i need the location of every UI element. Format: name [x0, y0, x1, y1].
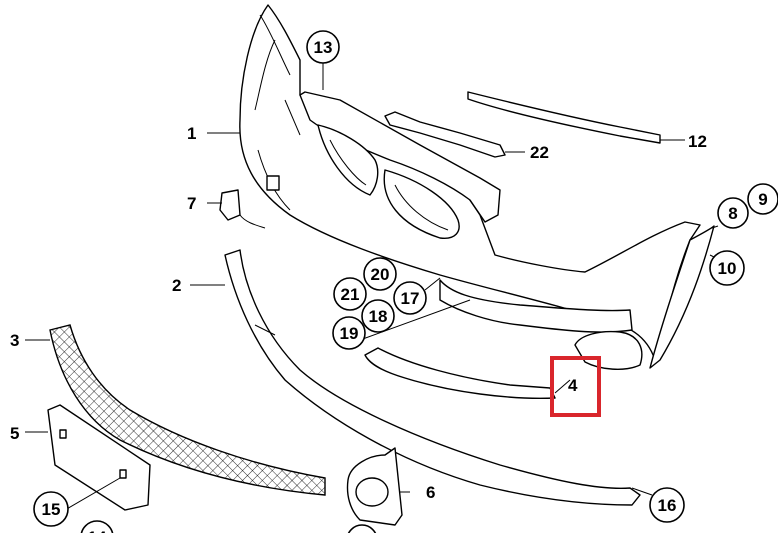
callout-16: 16	[649, 487, 685, 523]
bracket-wire	[239, 214, 266, 229]
label-22: 22	[530, 143, 549, 162]
svg-text:18: 18	[369, 307, 388, 326]
callout-8: 8	[717, 197, 749, 229]
svg-text:17: 17	[401, 289, 420, 308]
svg-text:14: 14	[88, 528, 107, 533]
upper-seal-strip	[467, 91, 661, 144]
svg-text:16: 16	[658, 496, 677, 515]
license-plate-holder	[47, 404, 151, 511]
callout-9: 9	[747, 183, 778, 215]
callout-21: 21	[333, 277, 367, 311]
label-4: 4	[568, 376, 578, 395]
trim-strip	[364, 347, 556, 399]
callout-19: 19	[332, 316, 366, 350]
bumper-cover-part	[239, 4, 701, 370]
clip-bracket	[384, 111, 506, 158]
plate-slot	[59, 429, 67, 439]
spoiler-lip	[224, 249, 641, 506]
label-5: 5	[10, 424, 19, 443]
callout-18: 18	[361, 299, 395, 333]
svg-text:21: 21	[341, 285, 360, 304]
callout-17: 17	[393, 281, 427, 315]
small-bracket	[219, 189, 241, 221]
label-2: 2	[172, 276, 181, 295]
svg-text:10: 10	[718, 259, 737, 278]
leader-lines	[25, 60, 721, 511]
callout-20: 20	[363, 257, 397, 291]
svg-text:9: 9	[758, 190, 767, 209]
callout-13: 13	[306, 30, 340, 64]
label-6: 6	[426, 483, 435, 502]
svg-text:15: 15	[42, 500, 61, 519]
svg-text:13: 13	[314, 38, 333, 57]
callout-partial-bottom	[347, 524, 377, 533]
fog-lamp-ring	[355, 477, 389, 507]
label-3: 3	[10, 331, 19, 350]
svg-text:19: 19	[340, 324, 359, 343]
callout-14-partial: 14	[80, 520, 114, 533]
side-panel	[649, 225, 715, 369]
label-7: 7	[187, 194, 196, 213]
callout-10: 10	[709, 250, 745, 286]
label-1: 1	[187, 124, 196, 143]
svg-text:8: 8	[728, 204, 737, 223]
callout-15: 15	[33, 491, 69, 527]
spoiler-fold	[254, 324, 276, 336]
label-12: 12	[688, 132, 707, 151]
highlight-box-part-4	[550, 356, 601, 417]
svg-text:20: 20	[371, 265, 390, 284]
mesh-grille	[49, 324, 326, 496]
plate-slot	[119, 469, 127, 479]
